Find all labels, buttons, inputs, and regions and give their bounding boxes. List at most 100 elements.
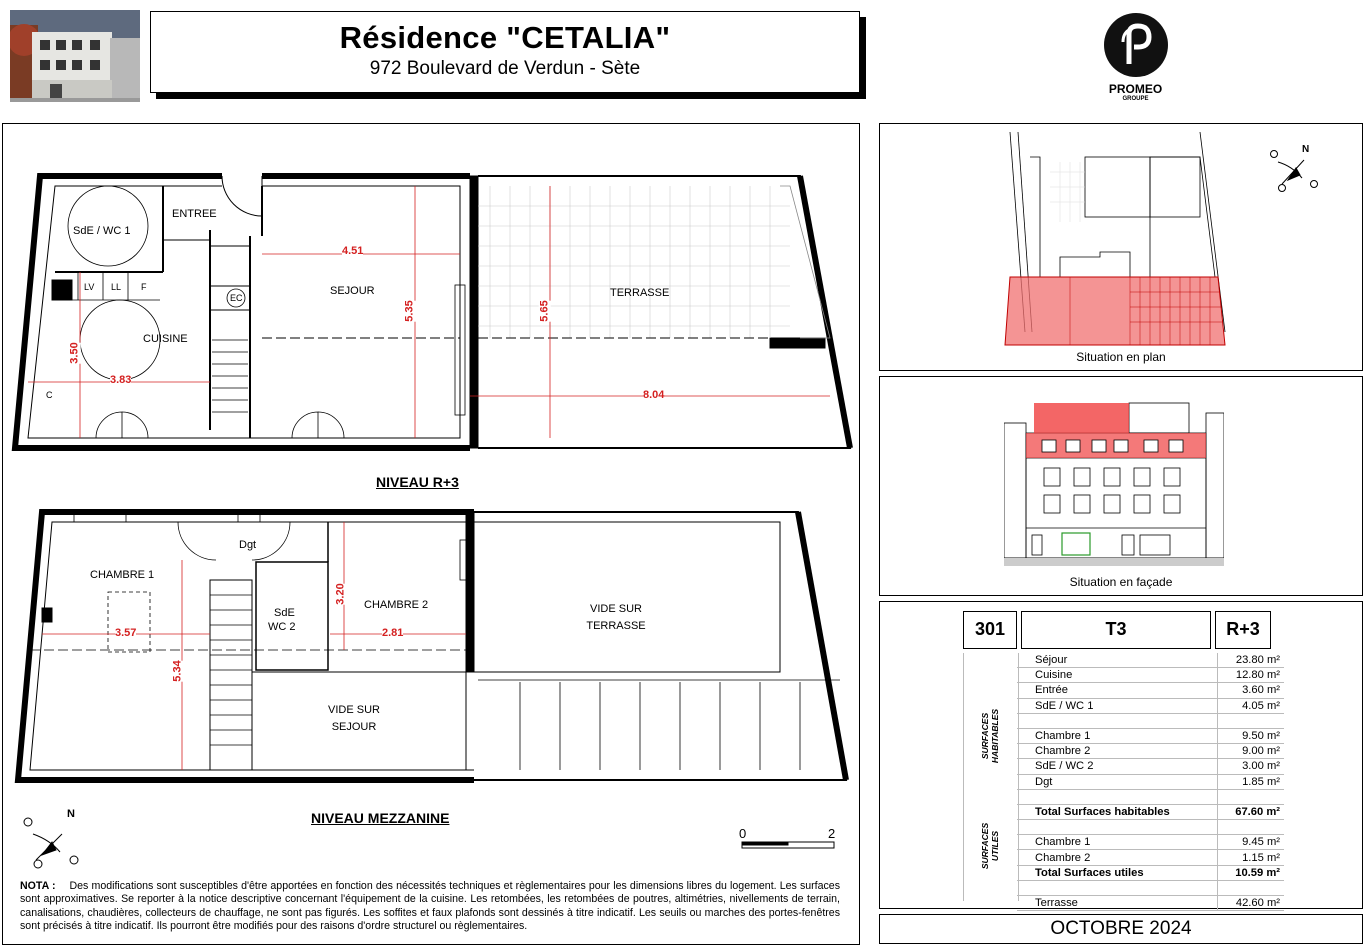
- dim-chambre1-width: 3.57: [115, 627, 137, 639]
- scale-zero-label: 0: [739, 826, 747, 841]
- surface-name: Chambre 1: [1017, 834, 1218, 851]
- dim-sejour-width: 4.51: [342, 245, 364, 257]
- surface-value: 1.85 m²: [1217, 774, 1284, 790]
- situation-plan-panel: N Situation en plan: [879, 123, 1363, 371]
- mezz-dimension-lines: [42, 522, 466, 770]
- dim-cuisine-width: 3.83: [110, 374, 132, 386]
- compass-n-label: N: [67, 808, 75, 820]
- surfaces-utiles-line2: UTILES: [990, 830, 1000, 862]
- surface-value: 3.60 m²: [1217, 682, 1284, 699]
- surface-value: 10.59 m²: [1217, 865, 1284, 881]
- dim-terrasse-width: 8.04: [643, 389, 665, 401]
- dim-terrasse-depth: 5.65: [538, 300, 551, 322]
- label-sde-wc1: SdE / WC 1: [73, 225, 131, 237]
- note-label: NOTA :: [20, 880, 56, 892]
- lot-number: 301: [963, 611, 1017, 649]
- surface-value: [1217, 880, 1284, 897]
- surface-name: Chambre 2: [1017, 743, 1218, 760]
- surface-value: 67.60 m²: [1217, 804, 1284, 821]
- surface-name: Total Surfaces habitables: [1017, 804, 1218, 821]
- dim-chambre2-width: 2.81: [382, 627, 404, 639]
- compass-icon: [23, 817, 79, 869]
- label-lv: LV: [84, 282, 95, 292]
- situation-plan-drawing: [1004, 132, 1226, 346]
- surface-name: [1017, 713, 1218, 729]
- dim-chambre2-depth: 3.20: [334, 583, 347, 605]
- surface-value: [1217, 789, 1284, 805]
- label-dgt: Dgt: [239, 539, 257, 551]
- surface-name: Cuisine: [1017, 667, 1218, 684]
- label-terrasse: TERRASSE: [610, 287, 670, 299]
- situation-facade-drawing: [1004, 402, 1224, 566]
- surface-value: 23.80 m²: [1217, 653, 1284, 669]
- label-vide-terrasse-line1: VIDE SUR: [590, 603, 642, 615]
- lot-level: R+3: [1215, 611, 1271, 649]
- promeo-logo-icon: [1103, 13, 1168, 77]
- label-vide-sejour-line2: SEJOUR: [331, 721, 377, 733]
- surface-name: Chambre 1: [1017, 728, 1218, 745]
- surface-value: 4.05 m²: [1217, 698, 1284, 714]
- label-chambre1: CHAMBRE 1: [90, 569, 155, 581]
- surface-row: [1017, 819, 1284, 836]
- label-cuisine: CUISINE: [143, 333, 188, 345]
- label-wc2: WC 2: [268, 621, 296, 633]
- surface-value: 9.50 m²: [1217, 728, 1284, 745]
- lot-type: T3: [1021, 611, 1211, 649]
- surface-name: [1017, 789, 1218, 805]
- building-photo: [10, 10, 140, 102]
- surface-value: 42.60 m²: [1217, 895, 1284, 912]
- dim-cuisine-depth: 3.50: [68, 342, 81, 364]
- surface-value: 9.45 m²: [1217, 834, 1284, 851]
- surface-name: Chambre 2: [1017, 849, 1218, 866]
- situation-facade-panel: Situation en façade: [879, 376, 1363, 596]
- situation-facade-caption: Situation en façade: [1069, 575, 1173, 589]
- surfaces-utiles-line1: SURFACES: [980, 822, 990, 870]
- level-mezzanine-title: NIVEAU MEZZANINE: [311, 810, 450, 826]
- surfaces-habitables-label: SURFACES HABITABLES: [980, 691, 1000, 781]
- residence-title: Résidence "CETALIA": [339, 20, 671, 55]
- surface-row: [1017, 880, 1284, 897]
- surface-row: [1017, 713, 1284, 729]
- level-mezzanine-plan: [14, 509, 849, 783]
- surface-value: 12.80 m²: [1217, 667, 1284, 684]
- label-c: C: [46, 390, 53, 400]
- disclaimer-note: NOTA :Des modifications sont susceptible…: [20, 880, 840, 934]
- surface-name: SdE / WC 1: [1017, 698, 1218, 714]
- surface-value: 3.00 m²: [1217, 758, 1284, 775]
- surface-name: [1017, 880, 1218, 897]
- title-box: Résidence "CETALIA" 972 Boulevard de Ver…: [150, 11, 860, 93]
- floor-plan-drawing: [11, 173, 853, 869]
- surface-name: [1017, 819, 1218, 836]
- surface-name: Total Surfaces utiles: [1017, 865, 1218, 881]
- label-entree: ENTREE: [172, 208, 217, 220]
- label-chambre2: CHAMBRE 2: [364, 599, 429, 611]
- situation-plan-caption: Situation en plan: [1076, 350, 1166, 364]
- label-sejour: SEJOUR: [330, 285, 375, 297]
- residence-address: 972 Boulevard de Verdun - Sète: [369, 58, 641, 79]
- note-text: Des modifications sont susceptibles d'êt…: [20, 880, 840, 933]
- dim-mezz-depth: 5.34: [171, 660, 184, 682]
- situation-compass-icon: [1270, 150, 1318, 192]
- surface-value: 1.15 m²: [1217, 849, 1284, 866]
- logo-name: PROMEO: [1108, 82, 1163, 96]
- label-vide-sejour-line1: VIDE SUR: [328, 704, 380, 716]
- label-sde: SdE: [274, 607, 295, 619]
- surface-name: Entrée: [1017, 682, 1218, 699]
- surface-value: [1217, 819, 1284, 836]
- label-vide-terrasse: VIDE SUR TERRASSE: [578, 601, 654, 635]
- surfaces-habitables-line1: SURFACES: [980, 712, 990, 760]
- label-ec: EC: [230, 293, 243, 303]
- level-r3-plan: [11, 173, 853, 451]
